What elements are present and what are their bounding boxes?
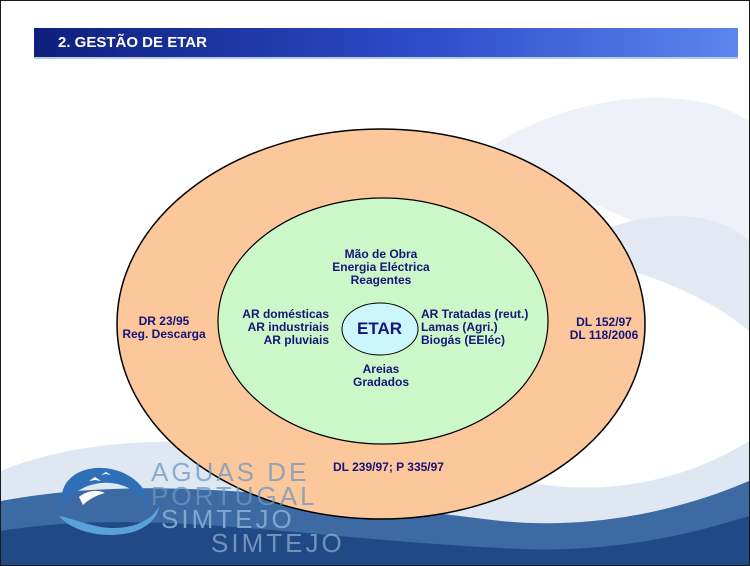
output-screenings: Gradados xyxy=(352,375,409,389)
top-inputs: Mão de Obra Energia Eléctrica Reagentes xyxy=(301,248,461,287)
output-treated-water: AR Tratadas (reut.) xyxy=(421,307,529,321)
logo-text-aguas: AGUAS DE xyxy=(151,457,310,487)
outer-left-regulation: DR 23/95 Reg. Descarga xyxy=(109,315,219,341)
bottom-outputs: Areias Gradados xyxy=(311,363,451,389)
input-rain-wastewater: AR pluviais xyxy=(263,333,329,347)
regulation-dr-23-95: DR 23/95 xyxy=(138,314,190,328)
slide-title: 2. GESTÃO DE ETAR xyxy=(58,34,207,51)
logo-watermark: SIMTEJO xyxy=(211,528,345,558)
center-ellipse xyxy=(341,302,419,356)
input-reagents: Reagentes xyxy=(350,273,412,287)
input-electric-energy: Energia Eléctrica xyxy=(332,260,430,274)
swoosh-top-right xyxy=(471,97,749,301)
input-industrial-wastewater: AR industriais xyxy=(247,320,329,334)
outer-bottom-regulation: DL 239/97; P 335/97 xyxy=(333,460,444,474)
left-inputs: AR domésticas AR industriais AR pluviais xyxy=(219,308,329,347)
regulation-dl-152-97: DL 152/97 xyxy=(576,315,632,329)
logo-swirl-icon xyxy=(59,467,159,536)
output-sand: Areias xyxy=(362,362,400,376)
etar-center-label: ETAR xyxy=(356,319,402,338)
logo-text-portugal: PORTUGAL xyxy=(151,481,318,511)
right-outputs: AR Tratadas (reut.) Lamas (Agri.) Biogás… xyxy=(421,308,561,347)
regulation-dl-118-2006: DL 118/2006 xyxy=(569,328,639,342)
swoosh-bottom-deep xyxy=(1,516,749,565)
output-biogas: Biogás (EEléc) xyxy=(421,333,506,347)
outer-right-regulation: DL 152/97 DL 118/2006 xyxy=(549,316,659,342)
output-sludge: Lamas (Agri.) xyxy=(421,320,498,334)
title-bar: 2. GESTÃO DE ETAR xyxy=(34,28,738,59)
input-domestic-wastewater: AR domésticas xyxy=(242,307,329,321)
regulation-discharge: Reg. Descarga xyxy=(122,327,206,341)
logo-text-simtejo: SIMTEJO xyxy=(161,504,295,534)
input-labour: Mão de Obra xyxy=(344,247,418,261)
